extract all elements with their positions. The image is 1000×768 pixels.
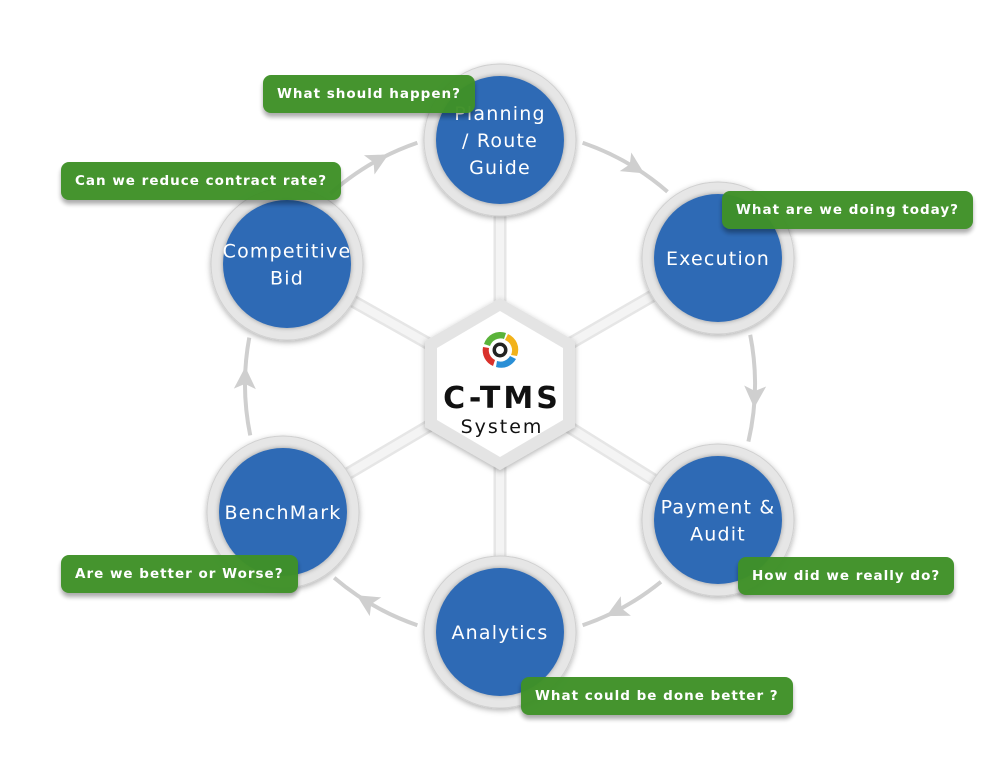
cycle-arc bbox=[746, 334, 757, 443]
arrowhead-icon bbox=[619, 152, 645, 174]
callout-payment: How did we really do? bbox=[738, 557, 955, 595]
callout-benchmark: Are we better or Worse? bbox=[61, 555, 298, 593]
node-label: Analytics bbox=[451, 622, 548, 644]
arrowhead-icon bbox=[744, 385, 767, 408]
node-label: BenchMark bbox=[225, 502, 342, 524]
node-analytics[interactable]: Analytics bbox=[423, 555, 577, 709]
callout-planning: What should happen? bbox=[263, 75, 475, 113]
node-circle bbox=[654, 456, 782, 584]
node-label: Bid bbox=[270, 268, 304, 290]
callout-execution: What are we doing today? bbox=[722, 191, 973, 229]
hexagon-inner bbox=[437, 311, 563, 457]
node-circle bbox=[219, 448, 347, 576]
node-benchmark[interactable]: BenchMark bbox=[206, 435, 360, 589]
cycle-arc bbox=[329, 140, 419, 196]
node-label: / Route bbox=[462, 130, 538, 152]
node-label: Planning bbox=[454, 103, 545, 125]
cycle-arc bbox=[581, 580, 663, 628]
arrowhead-icon bbox=[233, 366, 256, 390]
cycle-arc bbox=[243, 337, 253, 436]
node-label: Payment & bbox=[661, 497, 776, 519]
callout-competitive-bid: Can we reduce contract rate? bbox=[61, 162, 342, 200]
cycle-arc bbox=[581, 140, 669, 194]
arrowhead-icon bbox=[356, 595, 382, 617]
swirl-logo-icon bbox=[482, 331, 519, 368]
node-label: Guide bbox=[469, 157, 531, 179]
arrowhead-icon bbox=[363, 154, 389, 175]
cycle-arrows bbox=[233, 140, 767, 628]
cycle-arc bbox=[332, 576, 419, 628]
node-circle bbox=[436, 568, 564, 696]
center-hub: C-TMS System bbox=[425, 298, 575, 470]
node-label: Execution bbox=[666, 248, 770, 270]
node-label: Audit bbox=[690, 524, 746, 546]
callout-analytics: What could be done better ? bbox=[521, 677, 793, 715]
center-subtitle: System bbox=[461, 416, 544, 438]
center-title: C-TMS bbox=[443, 381, 561, 416]
node-label: Competitive bbox=[223, 241, 352, 263]
arrowhead-icon bbox=[606, 596, 631, 617]
node-circle bbox=[223, 200, 351, 328]
